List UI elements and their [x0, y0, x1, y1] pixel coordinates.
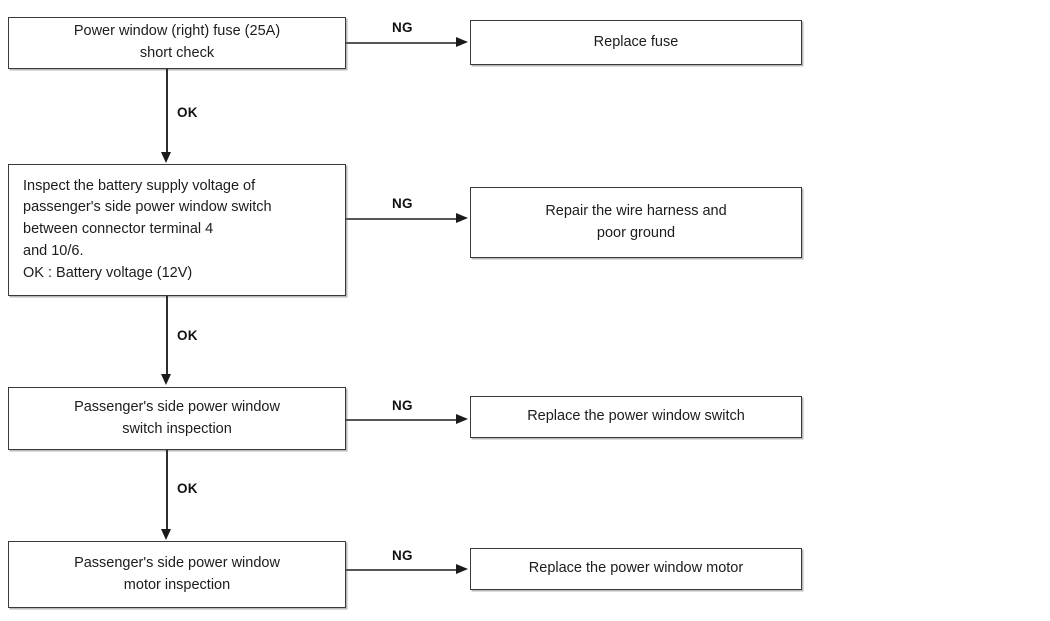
flowchart-step-4[interactable]: Passenger's side power window motor insp… [8, 541, 346, 608]
connector-step1-to-outcome1 [346, 42, 458, 44]
flowchart-step-1[interactable]: Power window (right) fuse (25A) short ch… [8, 17, 346, 69]
arrowhead-step1-to-step2 [161, 152, 172, 163]
flowchart-outcome-3-label: Replace the power window switch [527, 408, 745, 425]
flowchart-step-2[interactable]: Inspect the battery supply voltage of pa… [8, 164, 346, 296]
connector-step2-to-outcome2 [346, 218, 458, 220]
edge-label-ng-3: NG [392, 398, 413, 413]
arrowhead-step2-to-step3 [161, 374, 172, 385]
arrowhead-step2-to-outcome2 [456, 213, 468, 223]
connector-step3-to-step4 [166, 450, 168, 530]
edge-label-ng-4: NG [392, 548, 413, 563]
flowchart-step-2-label: Inspect the battery supply voltage of pa… [23, 177, 272, 281]
flowchart-outcome-4-label: Replace the power window motor [528, 560, 744, 577]
edge-label-ok-1: OK [177, 105, 198, 120]
flowchart-outcome-3[interactable]: Replace the power window switch [470, 396, 802, 438]
arrowhead-step3-to-step4 [161, 529, 172, 540]
arrowhead-step1-to-outcome1 [456, 37, 468, 47]
flowchart-step-3[interactable]: Passenger's side power window switch ins… [8, 387, 346, 450]
flowchart-outcome-1-label: Replace fuse [593, 33, 679, 50]
connector-step4-to-outcome4 [346, 569, 458, 571]
connector-step1-to-step2 [166, 69, 168, 153]
flowchart-step-1-label: Power window (right) fuse (25A) short ch… [73, 23, 281, 61]
flowchart-outcome-2-label: Repair the wire harness and poor ground [545, 202, 727, 241]
flowchart-outcome-1[interactable]: Replace fuse [470, 20, 802, 65]
arrowhead-step4-to-outcome4 [456, 564, 468, 574]
edge-label-ok-2: OK [177, 328, 198, 343]
edge-label-ok-3: OK [177, 481, 198, 496]
arrowhead-step3-to-outcome3 [456, 414, 468, 424]
edge-label-ng-2: NG [392, 196, 413, 211]
flowchart-outcome-4[interactable]: Replace the power window motor [470, 548, 802, 590]
flowchart-step-3-label: Passenger's side power window switch ins… [74, 398, 280, 437]
connector-step3-to-outcome3 [346, 419, 458, 421]
flowchart-outcome-2[interactable]: Repair the wire harness and poor ground [470, 187, 802, 258]
connector-step2-to-step3 [166, 296, 168, 375]
flowchart-step-4-label: Passenger's side power window motor insp… [74, 554, 280, 593]
edge-label-ng-1: NG [392, 20, 413, 35]
